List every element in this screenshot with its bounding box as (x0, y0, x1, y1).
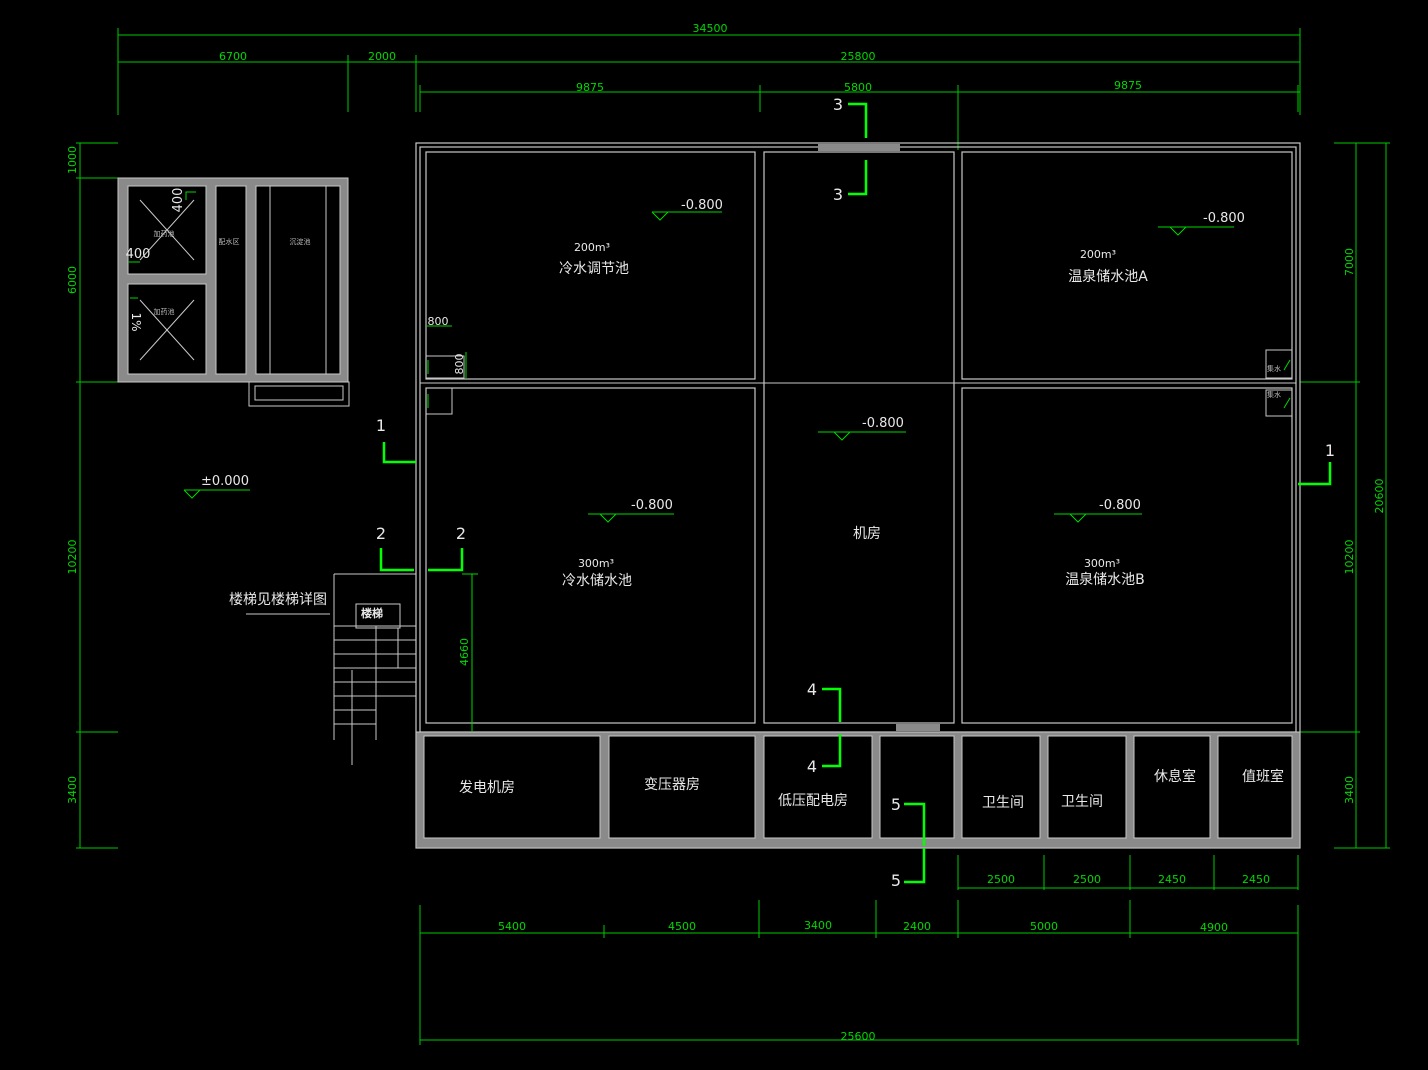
elevation-pool-4: -0.800 (1099, 498, 1141, 513)
transformer-room-label: 变压器房 (644, 777, 700, 793)
aux-room-2-label: 配水区 (219, 237, 240, 246)
section-1-right: 1 (1325, 441, 1335, 460)
sump-2-label: 集水 (1267, 390, 1281, 399)
dim-left-1: 1000 (66, 146, 79, 174)
pool-hot-b-name: 温泉储水池B (1065, 571, 1145, 588)
dim-right-overall: 20600 (1373, 479, 1386, 514)
elevation-ground: ±0.000 (201, 474, 249, 489)
dim-left-4: 3400 (66, 776, 79, 804)
wc-1-label: 卫生间 (982, 795, 1024, 811)
aux-room-3-label: 沉淀池 (290, 237, 311, 246)
bottom-rooms-walls (415, 731, 1301, 849)
aux-room-1-label: 加药池 (154, 229, 175, 238)
section-4-top: 4 (807, 680, 817, 699)
pool-hot-a-name: 温泉储水池A (1068, 268, 1148, 285)
pool-hot-b-capacity: 300m³ (1084, 557, 1120, 570)
elevation-pool-3: -0.800 (631, 498, 673, 513)
dim-right-1: 7000 (1343, 248, 1356, 276)
dim-top-right: 25800 (841, 50, 876, 63)
aux-slope-label: 1% (129, 312, 143, 331)
section-2-right: 2 (456, 524, 466, 543)
dim-top-left: 6700 (219, 50, 247, 63)
top-dimension-lines (117, 28, 1301, 150)
pool-cold-adj-name: 冷水调节池 (559, 261, 629, 277)
inner-dim-800-h: 800 (428, 315, 449, 328)
stair-label: 楼梯 (361, 606, 383, 620)
pool-cold-adj-capacity: 200m³ (574, 241, 610, 254)
duty-room-label: 值班室 (1242, 768, 1284, 785)
left-dimension-lines (76, 142, 118, 849)
dim-top-pool-a: 9875 (576, 81, 604, 94)
right-dimension-lines (1300, 142, 1390, 849)
machine-room-label: 机房 (853, 526, 881, 542)
stair-drawing (246, 573, 478, 765)
section-3-top: 3 (833, 95, 843, 114)
dim-right-2: 10200 (1343, 540, 1356, 575)
dim-bottom-1: 5400 (498, 920, 526, 933)
dim-top-pool-b: 9875 (1114, 79, 1142, 92)
wc-2-label: 卫生间 (1061, 794, 1103, 810)
aux-room-4-label: 加药池 (154, 307, 175, 316)
stair-note: 楼梯见楼梯详图 (229, 592, 327, 608)
elevation-symbols (183, 211, 1234, 523)
dim-bottom-2: 4500 (668, 920, 696, 933)
generator-room-label: 发电机房 (459, 780, 515, 796)
bottom-dimension-lines (419, 855, 1299, 1045)
low-voltage-room-label: 低压配电房 (778, 793, 848, 809)
section-4-bottom: 4 (807, 757, 817, 776)
dim-bottom-overall: 25600 (841, 1030, 876, 1043)
section-1-left: 1 (376, 416, 386, 435)
pool-hot-a-capacity: 200m³ (1080, 248, 1116, 261)
dim-bottom-sub-3: 2450 (1158, 873, 1186, 886)
aux-dim-400-a: 400 (171, 188, 186, 213)
section-5-top: 5 (891, 795, 901, 814)
sump-1-label: 集水 (1267, 364, 1281, 373)
elevation-pool-2: -0.800 (1203, 211, 1245, 226)
section-2-left: 2 (376, 524, 386, 543)
dim-bottom-5: 5000 (1030, 920, 1058, 933)
dim-top-center: 5800 (844, 81, 872, 94)
dim-bottom-6: 4900 (1200, 921, 1228, 934)
pool-cold-store-capacity: 300m³ (578, 557, 614, 570)
section-3-bottom: 3 (833, 185, 843, 204)
dim-bottom-4: 2400 (903, 920, 931, 933)
rest-room-label: 休息室 (1154, 768, 1196, 785)
dim-top-overall: 34500 (693, 22, 728, 35)
dim-top-gap: 2000 (368, 50, 396, 63)
dim-bottom-sub-2: 2500 (1073, 873, 1101, 886)
section-mark-lines (379, 102, 1332, 884)
dim-right-3: 3400 (1343, 776, 1356, 804)
dim-bottom-sub-4: 2450 (1242, 873, 1270, 886)
aux-dim-400-b: 400 (126, 247, 151, 262)
auxiliary-building (117, 177, 350, 407)
dim-bottom-3: 3400 (804, 919, 832, 932)
pool-cold-store-name: 冷水储水池 (562, 573, 632, 589)
elevation-center: -0.800 (862, 416, 904, 431)
inner-dim-800-v: 800 (453, 354, 466, 375)
dim-bottom-sub-1: 2500 (987, 873, 1015, 886)
dim-left-3: 10200 (66, 540, 79, 575)
elevation-pool-1: -0.800 (681, 198, 723, 213)
dim-left-2: 6000 (66, 266, 79, 294)
stair-dim-4660: 4660 (458, 638, 471, 666)
section-5-bottom: 5 (891, 871, 901, 890)
